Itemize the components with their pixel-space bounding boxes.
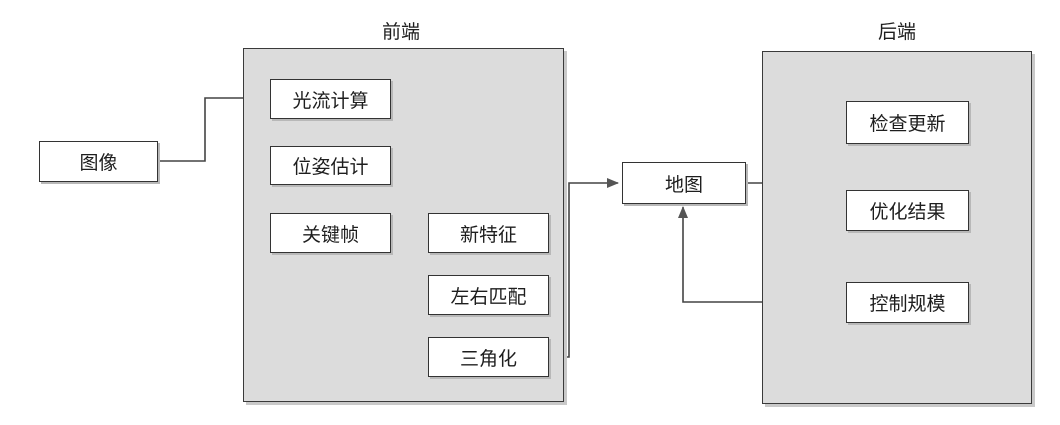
keyframe-node: 关键帧 xyxy=(270,213,391,253)
stereo-matching-node: 左右匹配 xyxy=(428,275,549,315)
optical-flow-node: 光流计算 xyxy=(270,79,391,119)
arrow-image-to-optical-flow xyxy=(158,93,269,162)
control-scale-node: 控制规模 xyxy=(846,282,969,323)
pose-estimation-node: 位姿估计 xyxy=(270,146,391,185)
frontend-title: 前端 xyxy=(381,21,420,43)
optimize-result-node: 优化结果 xyxy=(846,190,969,231)
check-update-node: 检查更新 xyxy=(846,101,969,144)
backend-title: 后端 xyxy=(877,21,916,43)
new-features-node: 新特征 xyxy=(428,213,549,253)
image-node: 图像 xyxy=(39,141,158,182)
map-node: 地图 xyxy=(622,162,746,204)
triangulation-node: 三角化 xyxy=(428,337,549,377)
